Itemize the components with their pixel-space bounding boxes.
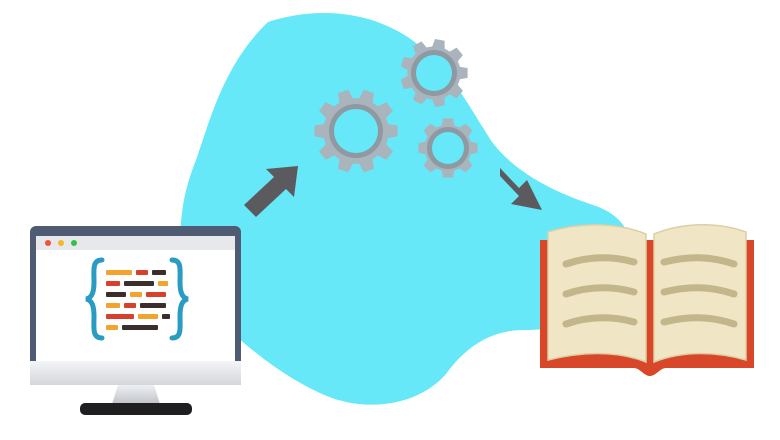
open-book-icon [540, 223, 754, 376]
code-brackets-icon [85, 257, 189, 341]
top-gear-icon [400, 39, 468, 107]
arrow-to-gears [244, 166, 298, 217]
background-blob [180, 13, 633, 405]
code-dash [106, 292, 126, 297]
small-gear-icon [418, 118, 478, 178]
code-dash [106, 270, 132, 275]
right-brace-icon [169, 257, 189, 341]
monitor-stand [112, 385, 160, 404]
code-dash [106, 314, 134, 319]
monitor-base [80, 403, 192, 415]
large-gear-icon [314, 89, 398, 173]
window-maximize-dot [71, 240, 77, 246]
gear-hole [334, 109, 378, 153]
book-text-lines [562, 254, 738, 328]
monitor-titlebar [36, 236, 235, 250]
code-dash [152, 270, 166, 275]
book-line-right [660, 284, 738, 298]
left-brace-icon [85, 257, 105, 341]
arrow-to-book [500, 168, 542, 210]
book-line-left [562, 314, 638, 328]
monitor-chin [30, 361, 241, 385]
gear-hole [416, 55, 452, 91]
window-close-dot [45, 240, 51, 246]
book-line-left [562, 254, 638, 268]
gears-icon [314, 39, 478, 178]
monitor-icon [30, 226, 241, 415]
code-dash [130, 292, 142, 297]
code-dash [138, 314, 158, 319]
code-lines [106, 270, 170, 330]
code-dash [106, 325, 118, 330]
code-dash [122, 325, 158, 330]
gear-hole [432, 132, 464, 164]
book-line-right [660, 314, 738, 328]
code-dash [162, 314, 170, 319]
code-dash [106, 281, 120, 286]
code-dash [140, 303, 166, 308]
book-line-right [660, 254, 738, 268]
code-dash [158, 281, 168, 286]
book-line-left [562, 284, 638, 298]
window-minimize-dot [58, 240, 64, 246]
code-dash [124, 303, 136, 308]
code-dash [136, 270, 148, 275]
code-dash [124, 281, 154, 286]
code-dash [106, 303, 120, 308]
code-dash [146, 292, 166, 297]
monitor-screen [36, 236, 235, 361]
